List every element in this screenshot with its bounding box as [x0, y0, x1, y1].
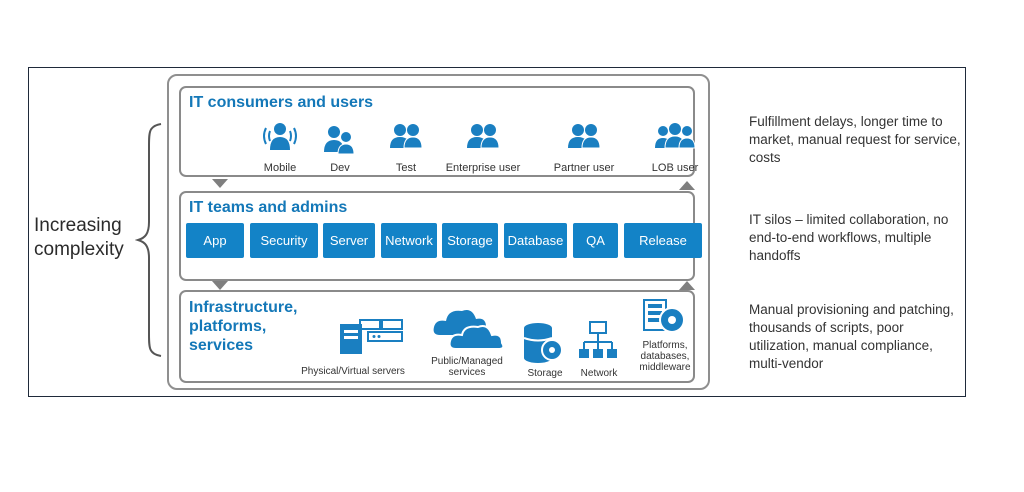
user-group-icon — [655, 123, 696, 149]
issue-teams: IT silos – limited collaboration, no end… — [749, 212, 949, 263]
user-label: Enterprise user — [445, 162, 521, 174]
network-icon — [579, 321, 617, 358]
server-icon — [340, 319, 403, 354]
user-group-icon — [467, 124, 500, 149]
infrastructure-panel: Infrastructure, platforms, services — [179, 290, 695, 383]
layers-container — [167, 74, 710, 390]
team-server-button: Server — [323, 223, 375, 258]
consumers-title: IT consumers and users — [189, 94, 374, 111]
brace-icon — [135, 123, 162, 357]
consumers-panel: IT consumers and users — [179, 86, 695, 177]
teams-title: IT teams and admins — [189, 199, 348, 216]
infra-label: Platforms, databases, middleware — [639, 340, 691, 373]
platform-icon — [643, 299, 685, 333]
team-database-button: Database — [504, 223, 567, 258]
infra-label: Public/Managed services — [431, 356, 503, 378]
arrow-up-icon — [679, 281, 695, 290]
user-mobile: Mobile — [260, 120, 300, 174]
mobile-user-icon — [263, 123, 297, 150]
team-network-button: Network — [381, 223, 437, 258]
team-storage-button: Storage — [442, 223, 498, 258]
infra-label: Storage — [527, 368, 563, 379]
user-enterprise: Enterprise user — [446, 120, 520, 174]
user-group-icon — [568, 124, 601, 149]
arrow-down-icon — [212, 179, 228, 188]
user-test: Test — [386, 120, 426, 174]
team-security-button: Security — [250, 223, 318, 258]
user-label: LOB user — [651, 162, 699, 174]
infra-label: Network — [580, 368, 618, 379]
user-group-icon — [390, 124, 423, 149]
team-release-button: Release — [624, 223, 702, 258]
arrow-down-icon — [212, 281, 228, 290]
user-label: Mobile — [263, 162, 297, 174]
user-dev: Dev — [320, 120, 360, 174]
issue-infrastructure: Manual provisioning and patching, thousa… — [749, 302, 954, 371]
team-qa-button: QA — [573, 223, 618, 258]
user-group-icon — [324, 126, 355, 155]
issue-consumers: Fulfillment delays, longer time to marke… — [749, 114, 961, 165]
user-partner: Partner user — [554, 120, 614, 174]
user-label: Test — [395, 162, 417, 174]
arrow-up-icon — [679, 181, 695, 190]
infra-label: Physical/Virtual servers — [301, 366, 405, 377]
cloud-icon — [433, 310, 505, 350]
complexity-label: Increasing complexity — [34, 215, 124, 260]
infrastructure-title: Infrastructure, platforms, services — [189, 299, 298, 354]
team-app-button: App — [186, 223, 244, 258]
user-lob: LOB user — [652, 120, 698, 174]
user-label: Dev — [330, 162, 350, 174]
storage-icon — [523, 323, 563, 363]
user-label: Partner user — [553, 162, 615, 174]
